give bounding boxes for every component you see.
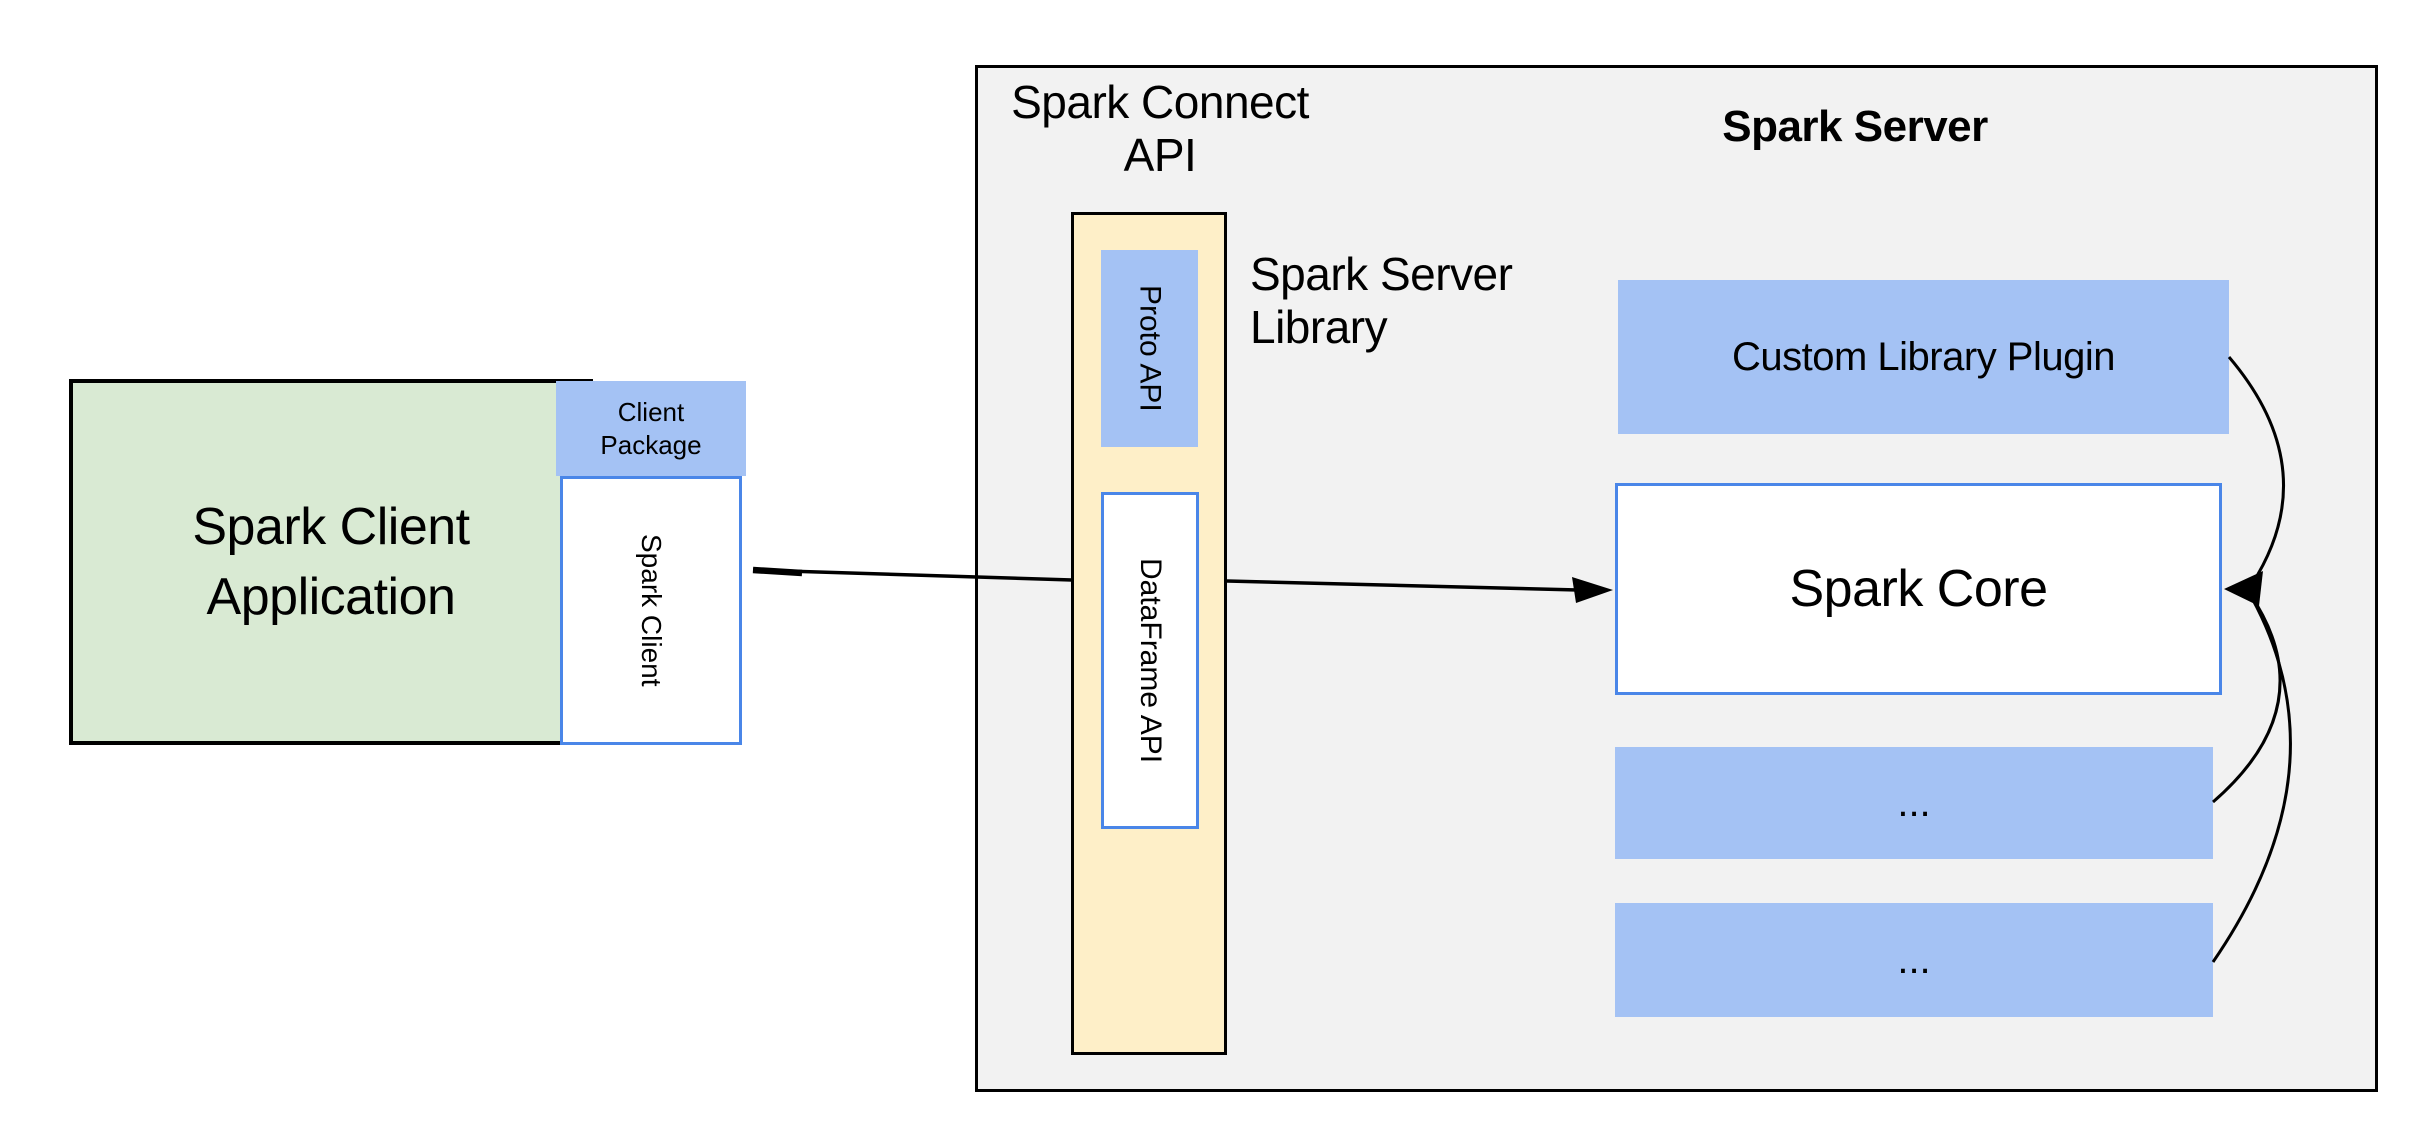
- spark-server-library-label-line2: Library: [1250, 301, 1388, 353]
- dataframe-api-box: DataFrame API: [1101, 492, 1199, 829]
- dataframe-api-label: DataFrame API: [1134, 557, 1167, 764]
- spark-core-box: Spark Core: [1615, 483, 2222, 695]
- spark-connect-api-label-line2: API: [1123, 129, 1197, 181]
- client-package-box: Client Package: [556, 381, 746, 476]
- spark-client-label: Spark Client: [636, 534, 667, 687]
- custom-library-plugin-label: Custom Library Plugin: [1732, 334, 2116, 379]
- server-module-1-label: ...: [1897, 780, 1931, 825]
- spark-connect-api-label: Spark Connect API: [985, 76, 1335, 182]
- server-module-2-label: ...: [1897, 937, 1931, 982]
- proto-api-label: Proto API: [1133, 285, 1167, 412]
- spark-server-title: Spark Server: [1722, 102, 1988, 151]
- client-package-label-line1: Client: [617, 396, 685, 427]
- custom-library-plugin-box: Custom Library Plugin: [1618, 280, 2229, 434]
- server-module-box-1: ...: [1615, 747, 2213, 859]
- spark-core-label: Spark Core: [1789, 560, 2049, 618]
- client-package-label-line2: Package: [600, 429, 702, 460]
- spark-client-application-label-line1: Spark Client: [192, 498, 470, 556]
- server-module-box-2: ...: [1615, 903, 2213, 1017]
- spark-client-box: Spark Client: [560, 476, 742, 745]
- spark-server-library-label-line1: Spark Server: [1250, 248, 1513, 300]
- spark-connect-api-label-line1: Spark Connect: [1011, 76, 1309, 128]
- proto-api-box: Proto API: [1101, 250, 1198, 447]
- client-to-library-connector-joint: [752, 566, 803, 577]
- spark-server-library-label: Spark Server Library: [1250, 248, 1610, 354]
- spark-client-application-box: Spark Client Application: [69, 379, 593, 745]
- spark-client-application-label-line2: Application: [206, 568, 456, 626]
